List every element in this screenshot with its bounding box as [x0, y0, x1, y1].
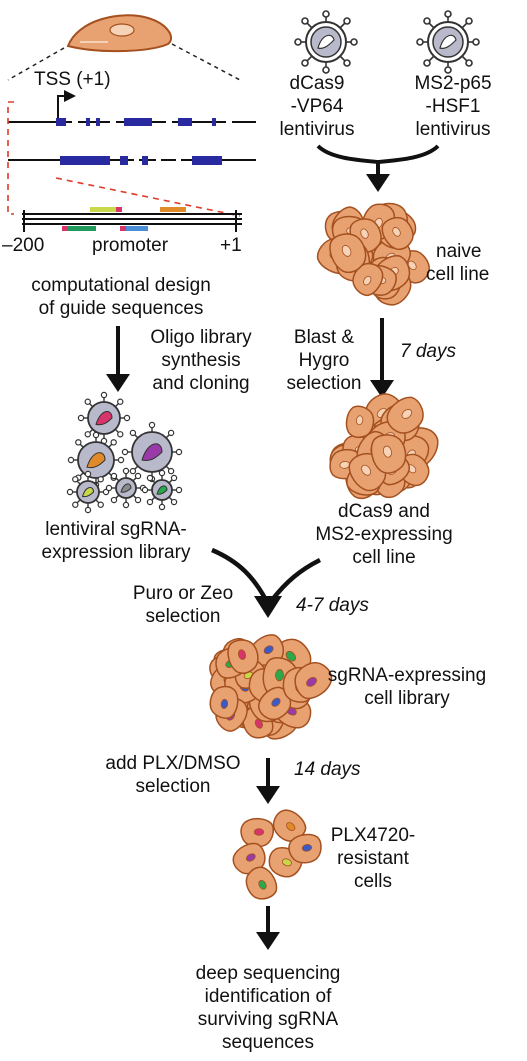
promoter-zoom-lines	[7, 101, 241, 217]
merge-arrow-2	[211, 547, 322, 618]
dcas9-cell-cluster-icon	[329, 393, 439, 500]
library-virus	[121, 421, 183, 483]
cell-shape	[209, 685, 239, 719]
arrow-deep-seq	[256, 906, 280, 950]
sgrna-cell-cluster-icon	[209, 634, 333, 740]
cell-shape	[272, 809, 307, 842]
library-virus	[67, 431, 125, 489]
library-virus	[77, 391, 131, 445]
cell-shape	[232, 842, 266, 875]
promoter-label: promoter	[92, 235, 169, 256]
lentiviral-library-icon	[66, 391, 183, 514]
promoter-sequence	[22, 207, 242, 232]
cell-shape	[245, 866, 278, 900]
gene-tracks	[8, 118, 256, 165]
top-cell-icon	[66, 14, 173, 53]
library-virus	[66, 470, 110, 514]
cell-shape	[352, 262, 384, 297]
library-virus	[105, 467, 147, 509]
ms2-virus-icon	[416, 10, 480, 74]
cell-shape	[345, 405, 375, 439]
cell-shape	[227, 639, 259, 674]
fourteen-days-label: 14 days	[294, 759, 361, 780]
cell-shape	[288, 833, 322, 864]
tss-label: TSS (+1)	[34, 69, 111, 90]
resistant-cells-icon	[232, 809, 322, 900]
naive-cell-cluster-icon	[316, 202, 430, 306]
dcas9-virus-icon	[294, 10, 358, 74]
zoom-lines	[7, 43, 241, 81]
four-seven-days-label: 4-7 days	[296, 595, 369, 616]
minus200-label: –200	[2, 235, 45, 256]
cell-shape	[329, 233, 367, 274]
cell-shape	[240, 817, 274, 848]
cell-shape	[381, 216, 414, 251]
cell-shape	[257, 686, 292, 721]
cell-shape	[294, 662, 333, 700]
tss-arrow-icon	[57, 90, 76, 120]
cell-shape	[370, 434, 407, 474]
merge-arrow-1	[316, 144, 440, 192]
arrow-oligo	[106, 326, 130, 392]
lentiviral-library-label: lentiviral sgRNA-expression library	[41, 519, 191, 563]
cell-shape	[386, 396, 424, 434]
plus1-label: +1	[220, 235, 242, 256]
arrow-7days	[370, 318, 394, 398]
seven-days-label: 7 days	[400, 341, 456, 362]
arrow-14days	[256, 758, 280, 804]
library-virus	[141, 469, 183, 511]
